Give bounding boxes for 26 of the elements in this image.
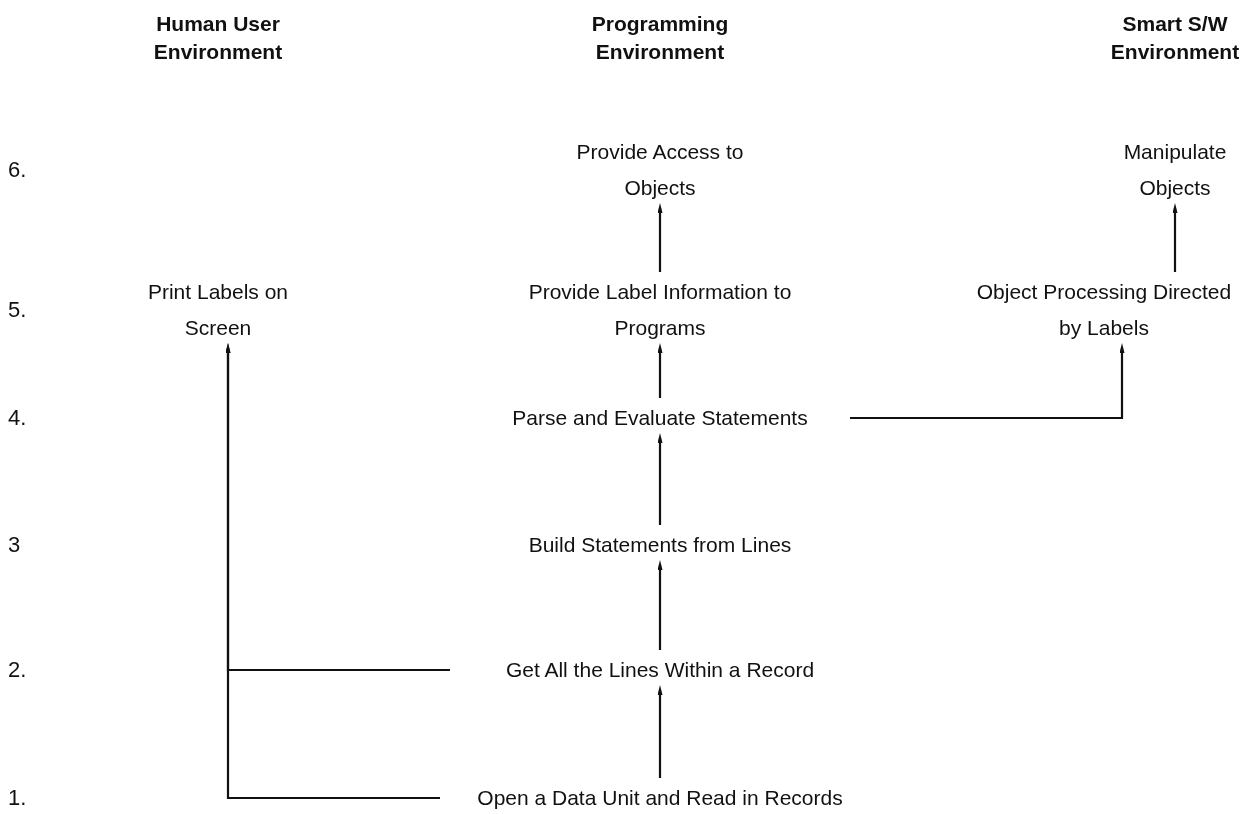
step-text: Manipulate Objects xyxy=(1100,134,1250,206)
arrow xyxy=(657,433,663,525)
step-text: Provide Label Information to Programs xyxy=(495,274,825,346)
arrow xyxy=(657,560,663,650)
step-text: Get All the Lines Within a Record xyxy=(450,652,870,688)
step-text: Build Statements from Lines xyxy=(490,527,830,563)
step-number: 4. xyxy=(8,404,27,432)
column-heading: Programming Environment xyxy=(590,11,730,65)
step-text: Object Processing Directed by Labels xyxy=(968,274,1240,346)
arrow xyxy=(1172,203,1178,272)
step-text: Open a Data Unit and Read in Records xyxy=(440,780,880,814)
step-number: 6. xyxy=(8,156,27,184)
step-text: Parse and Evaluate Statements xyxy=(470,400,850,436)
step-text: Provide Access to Objects xyxy=(550,134,770,206)
step-number: 1. xyxy=(8,784,27,812)
column-heading: Human User Environment xyxy=(152,11,284,65)
arrow xyxy=(225,343,450,672)
step-text: Print Labels on Screen xyxy=(118,274,318,346)
step-number: 2. xyxy=(8,656,27,684)
step-number: 5. xyxy=(8,296,27,324)
arrow xyxy=(657,343,663,398)
step-number: 3 xyxy=(8,531,21,559)
arrow xyxy=(850,343,1125,420)
arrow xyxy=(657,203,663,272)
arrow xyxy=(657,685,663,778)
column-heading: Smart S/W Environment xyxy=(1109,11,1241,65)
